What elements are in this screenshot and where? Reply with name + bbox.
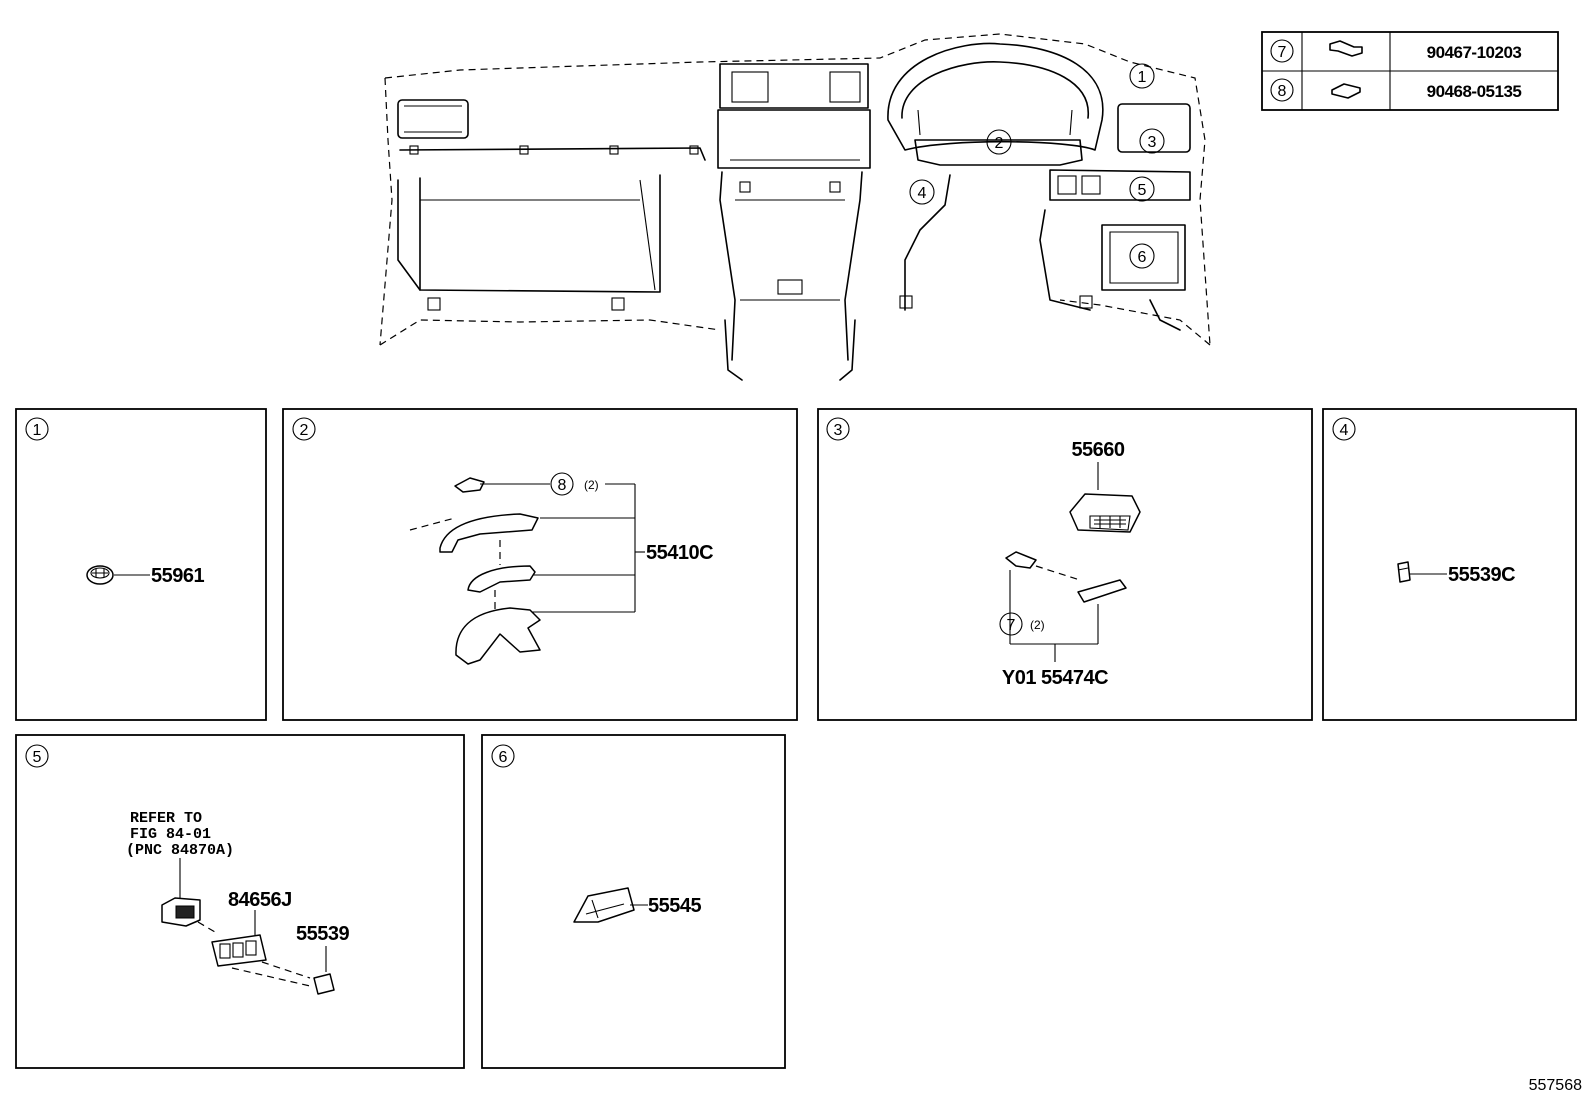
diagram-id: 557568: [1529, 1077, 1582, 1094]
clip-ref: 7: [1007, 617, 1016, 634]
detail-panel-3: 3 55660 7 (2) Y01 55474C: [817, 408, 1313, 721]
svg-text:3: 3: [1148, 134, 1157, 151]
legend-ref-8: 8: [1278, 83, 1287, 100]
legend-row-8: 8 90468-05135: [1270, 78, 1522, 102]
air-vent-drawing: [1069, 493, 1141, 533]
part-55539C-drawing: [1397, 561, 1411, 583]
refer-note-line-2: FIG 84-01: [130, 826, 211, 843]
cover-55545-drawing: [573, 887, 635, 923]
panel-ref: 5: [33, 749, 42, 766]
clip-drawing: [1005, 551, 1037, 569]
panel-ref: 2: [300, 422, 309, 439]
part-number-label: 84656J: [228, 889, 292, 911]
clip-qty: (2): [1030, 618, 1045, 632]
switch-module-drawing: [161, 897, 201, 927]
refer-note-line-3: (PNC 84870A): [126, 842, 234, 859]
bar-part-drawing: [1077, 579, 1127, 603]
panel-ref: 3: [834, 422, 843, 439]
trim-lower-drawing: [455, 607, 541, 665]
part-number-label: 55539: [296, 923, 349, 945]
clip-55539-drawing: [313, 973, 335, 995]
legend-ref-7: 7: [1278, 44, 1287, 61]
overview-callout-2: 2: [986, 129, 1012, 155]
detail-panel-1: 1 55961: [15, 408, 267, 721]
refer-note-line-1: REFER TO: [130, 810, 202, 827]
detail-panel-4: 4 55539C: [1322, 408, 1577, 721]
overview-callout-4: 4: [909, 179, 935, 205]
panel-ref: 1: [33, 422, 42, 439]
detail-panel-5: 5 REFER TO FIG 84-01 (PNC 84870A) 84656J…: [15, 734, 465, 1069]
clip-icon: [1329, 40, 1363, 57]
svg-text:6: 6: [1138, 249, 1147, 266]
overview-callout-6: 6: [1129, 243, 1155, 269]
panel-ref: 6: [499, 749, 508, 766]
clip-ref: 8: [558, 477, 567, 494]
detail-panel-2: 2 8 (2) 55410C: [282, 408, 798, 721]
dashboard-overview: 1 2 3 4 5 6: [379, 33, 1211, 381]
clip-qty: (2): [584, 478, 599, 492]
part-number-label: 55961: [151, 565, 204, 587]
part-number-label: 55660: [1071, 439, 1124, 461]
legend-row-7: 7 90467-10203: [1270, 39, 1522, 63]
trim-middle-drawing: [467, 565, 536, 593]
trim-upper-drawing: [439, 513, 539, 553]
legend-part-7: 90467-10203: [1427, 43, 1522, 62]
svg-text:2: 2: [995, 135, 1004, 152]
part-number-label: Y01 55474C: [1002, 667, 1108, 689]
panel-ref: 4: [1340, 422, 1349, 439]
detail-panel-6: 6 55545: [481, 734, 786, 1069]
svg-text:5: 5: [1138, 182, 1147, 199]
clip-drawing: [454, 477, 485, 493]
overview-callout-5: 5: [1129, 176, 1155, 202]
part-number-label: 55539C: [1448, 564, 1515, 586]
part-55961-drawing: [86, 565, 114, 585]
part-number-label: 55410C: [646, 542, 713, 564]
legend-table: 7 90467-10203 8 90468-05135: [1261, 31, 1559, 111]
part-number-label: 55545: [648, 895, 701, 917]
overview-callout-1: 1: [1129, 63, 1155, 89]
svg-text:4: 4: [918, 185, 927, 202]
bezel-drawing: [211, 934, 267, 967]
svg-text:1: 1: [1138, 69, 1147, 86]
legend-part-8: 90468-05135: [1427, 82, 1522, 101]
overview-callout-3: 3: [1139, 128, 1165, 154]
clip-icon: [1331, 83, 1361, 99]
